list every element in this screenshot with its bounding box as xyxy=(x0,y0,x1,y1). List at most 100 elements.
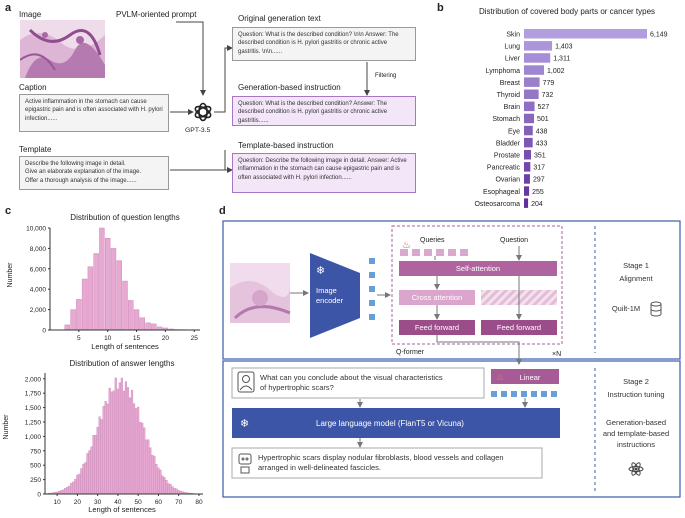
histogram-bar xyxy=(147,439,150,495)
linear-label: Linear xyxy=(520,373,541,382)
histogram-bar xyxy=(104,401,107,495)
chart-c1-ylabel: Number xyxy=(7,262,14,288)
caption-label: Caption xyxy=(19,83,47,92)
feed-forward-2-label: Feed forward xyxy=(497,323,541,332)
category-label: Bladder xyxy=(496,140,521,147)
histogram-bar xyxy=(96,426,99,495)
value-label: 255 xyxy=(532,189,544,196)
histogram-bar xyxy=(128,397,132,495)
value-label: 317 xyxy=(533,165,545,172)
bar xyxy=(524,162,531,172)
histogram-bar xyxy=(98,416,101,495)
histogram-bar xyxy=(110,248,117,331)
histogram-bar xyxy=(94,435,97,495)
y-tick-label: 750 xyxy=(30,448,41,455)
category-label: Pancreatic xyxy=(487,165,521,172)
histology-image xyxy=(230,263,291,323)
bar xyxy=(524,137,533,148)
panel-a-label: a xyxy=(5,2,12,14)
question-text-2: of hypertrophic scars? xyxy=(260,383,334,392)
snowflake-icon-2: ❄ xyxy=(240,418,249,430)
chart-c1-xlabel: Length of sentences xyxy=(91,342,159,351)
y-tick-label: 1,500 xyxy=(25,405,42,412)
histology-thumbnail xyxy=(20,20,105,78)
histogram-bar xyxy=(165,479,168,495)
histogram-bar xyxy=(169,484,172,495)
database-icon xyxy=(650,301,662,317)
qformer-label: Q-former xyxy=(396,349,425,356)
image-encoder-label-2: encoder xyxy=(316,296,344,305)
quilt-label: Quilt-1M xyxy=(612,304,640,313)
instruction-tuning-label: Instruction tuning xyxy=(607,390,664,399)
histogram-bar xyxy=(70,309,76,331)
gen-instruction-box: Question: What is the described conditio… xyxy=(232,96,416,126)
gen-template-3: instructions xyxy=(617,440,655,449)
image-encoder-block xyxy=(310,253,360,338)
histogram-bar xyxy=(76,474,79,495)
template-line: Offer a thorough analysis of the image..… xyxy=(25,177,137,184)
y-tick-label: 6,000 xyxy=(30,266,47,273)
image-features xyxy=(369,258,375,320)
xn-label: ×N xyxy=(552,351,561,358)
histogram-bar xyxy=(177,490,180,495)
histogram-bar xyxy=(134,408,138,495)
histogram-bar xyxy=(167,483,170,495)
answer-text-1: Hypertrophic scars display nodular fibro… xyxy=(258,453,504,462)
prompt-label: PVLM-oriented prompt xyxy=(116,10,197,19)
chart-answer-lengths: Distribution of answer lengths Number Le… xyxy=(3,359,203,514)
histogram-bar xyxy=(86,453,89,495)
x-tick-label: 10 xyxy=(54,499,62,506)
orig-title: Original generation text xyxy=(238,14,321,23)
self-attention-block xyxy=(399,261,557,276)
gen-template-2: and template-based xyxy=(603,429,669,438)
bar xyxy=(524,174,530,184)
flame-icon-2: ♨ xyxy=(496,372,504,382)
panel-a-connectors xyxy=(170,21,370,173)
histogram-bar xyxy=(88,450,91,495)
histogram-bar xyxy=(87,266,94,331)
chart-c2-xlabel: Length of sentences xyxy=(88,505,156,514)
x-tick-label: 80 xyxy=(195,499,203,506)
value-label: 433 xyxy=(536,140,548,147)
bar xyxy=(524,113,535,124)
histogram-bar xyxy=(76,299,82,331)
x-tick-label: 20 xyxy=(74,499,82,506)
histogram-bar xyxy=(84,462,87,495)
histogram-bar xyxy=(137,406,140,495)
y-tick-label: 250 xyxy=(30,477,41,484)
category-label: Liver xyxy=(505,56,521,63)
x-tick-label: 40 xyxy=(114,499,122,506)
histogram-bar xyxy=(100,419,103,495)
histogram-bar xyxy=(80,468,83,495)
histogram-bar xyxy=(157,467,160,495)
histogram-bar xyxy=(163,477,166,495)
bar xyxy=(524,89,539,99)
histogram-bar xyxy=(149,447,152,495)
bar xyxy=(524,186,530,196)
filtering-label: Filtering xyxy=(375,73,397,79)
category-label: Eye xyxy=(508,128,520,135)
qformer-region xyxy=(391,225,563,345)
cross-attention-label: Cross attention xyxy=(412,293,462,302)
histogram-bar xyxy=(128,300,134,331)
histogram-bar xyxy=(62,489,65,495)
histogram-bar xyxy=(105,238,111,331)
answer-box xyxy=(231,447,543,479)
x-tick-label: 50 xyxy=(135,499,143,506)
image-encoder-label-1: Image xyxy=(316,286,337,295)
histogram-bar xyxy=(116,388,119,495)
value-label: 732 xyxy=(542,92,554,99)
x-tick-label: 15 xyxy=(133,335,141,342)
histogram-bar xyxy=(139,317,145,331)
tmpl-instruction-box: Question: Describe the following image i… xyxy=(232,153,416,193)
histogram-bar xyxy=(118,382,121,495)
user-icon xyxy=(237,371,255,393)
x-tick-label: 70 xyxy=(175,499,183,506)
question-label: Question xyxy=(500,237,528,244)
queries-label: Queries xyxy=(420,237,445,244)
category-label: Thyroid xyxy=(497,92,520,99)
histogram-bar xyxy=(133,309,140,331)
value-label: 779 xyxy=(543,80,555,87)
snowflake-icon: ❄ xyxy=(316,265,325,277)
bar xyxy=(524,101,535,112)
